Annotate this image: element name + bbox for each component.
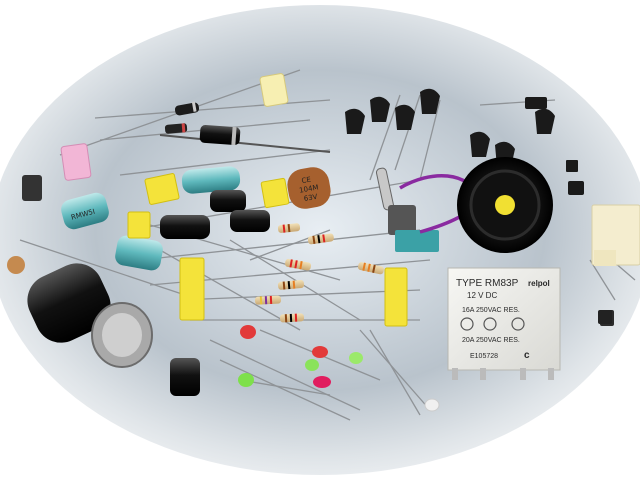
diode-medium: [164, 123, 188, 134]
relay-rating-1: 16A 250VAC RES.: [462, 307, 520, 314]
capacitor-marking-3: 63V: [303, 193, 318, 203]
relay-voltage: 12 V DC: [467, 291, 497, 300]
electrolytic-capacitor-bottom: [115, 235, 163, 271]
electrolytic-capacitor-left: RMW5I: [61, 192, 109, 230]
capacitor-marking-2: 104M: [299, 183, 320, 194]
piezo-buzzer: [457, 157, 553, 253]
relay-brand: relpol: [528, 279, 550, 288]
cert-logo-3: [511, 317, 525, 331]
electrolytic-capacitor-center: [181, 166, 241, 194]
black-electrolytic-2: [210, 190, 246, 212]
black-coil: [170, 358, 200, 396]
relay-cert-code: E105728: [470, 353, 498, 360]
cream-film-capacitor: [259, 73, 289, 107]
relay-rm83p: TYPE RM83P relpol 12 V DC 16A 250VAC RES…: [447, 267, 561, 380]
relay-type: TYPE RM83P: [456, 278, 519, 289]
power-diode: [159, 124, 331, 153]
pink-film-capacitor: [60, 143, 92, 181]
relay-rating-2: 20A 250VAC RES.: [462, 337, 520, 344]
yellow-film-capacitors: [127, 173, 408, 327]
cert-logo-1: [460, 317, 474, 331]
cert-logo-2: [483, 317, 497, 331]
ceramic-disc-capacitor: CE 104M 63V: [287, 167, 331, 209]
component-leads: [19, 69, 636, 421]
diode-small: [174, 101, 200, 116]
ul-logo: c: [524, 350, 530, 361]
small-component-right: [598, 310, 612, 324]
resistors: [254, 223, 384, 323]
black-electrolytic-1: [160, 215, 210, 239]
small-disc-capacitor: [7, 256, 25, 274]
toggle-switch: [375, 167, 439, 252]
left-transistor: [22, 175, 42, 201]
potentiometer: [27, 263, 153, 368]
capacitor-marking-1: CE: [301, 176, 312, 185]
black-electrolytic-3: [230, 210, 270, 232]
leds: [238, 325, 440, 412]
